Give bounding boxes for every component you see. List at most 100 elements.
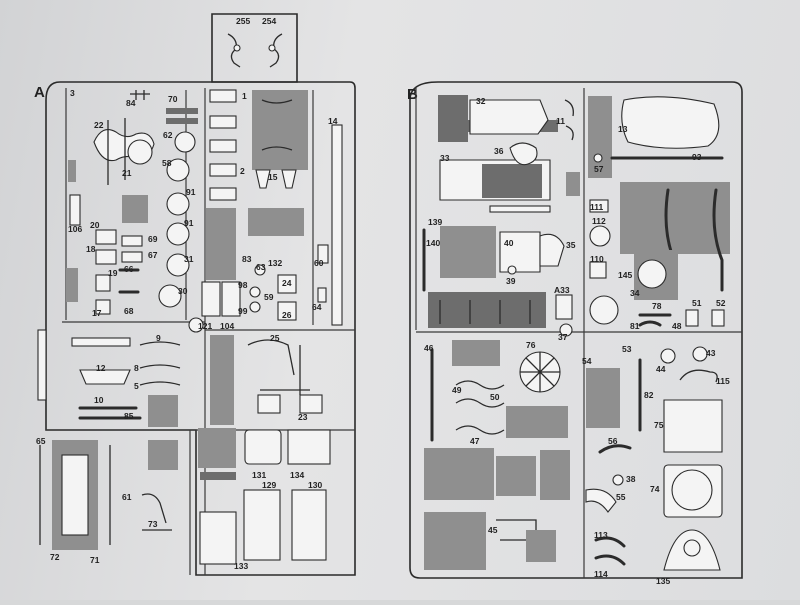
part-label: 69 [148, 234, 158, 244]
part-label: 55 [616, 492, 626, 502]
part-label: 112 [592, 216, 606, 226]
part-65-rails [39, 445, 111, 545]
part-label: 3 [70, 88, 75, 98]
part-label: 18 [86, 244, 96, 254]
sprue-gate-b [559, 323, 573, 337]
part-label: 1 [242, 91, 247, 101]
part-32 [469, 99, 549, 135]
part-label: 74 [650, 484, 660, 494]
differential-part-21 [127, 139, 153, 165]
part-73 [141, 493, 172, 531]
part-hole [233, 44, 241, 52]
part-20 [95, 229, 117, 245]
part-10-85 [78, 406, 142, 420]
part-62 [174, 131, 196, 153]
part-shaded-small-b [566, 172, 580, 196]
part-2a [209, 139, 237, 153]
part-label: 115 [716, 376, 730, 386]
part-label: 31 [184, 254, 194, 264]
part-shaded-column-2 [210, 335, 234, 425]
part-shaded-column-b [588, 96, 612, 178]
part-row-dividers [439, 300, 531, 324]
part-74-ring [671, 469, 713, 511]
part-25 [247, 339, 310, 395]
part-label: 130 [308, 480, 322, 490]
part-label: 22 [94, 120, 104, 130]
part-69 [121, 235, 143, 247]
part-label: 75 [654, 420, 664, 430]
part-label: 10 [94, 395, 104, 405]
part-58 [166, 158, 190, 182]
part-23a [257, 394, 281, 414]
part-label: 135 [656, 576, 670, 586]
part-label: 114 [594, 569, 608, 579]
part-label: 78 [652, 301, 662, 311]
part-label: 110 [590, 254, 604, 264]
part-label: 11 [556, 116, 565, 126]
part-111 [589, 199, 609, 213]
part-label: 67 [148, 250, 158, 260]
part-label: 13 [618, 124, 628, 134]
part-label: 44 [656, 364, 666, 374]
part-label: 46 [424, 343, 434, 353]
sprue-letter-a: A [34, 84, 45, 101]
part-label: A33 [554, 285, 570, 295]
part-label: 64 [312, 302, 322, 312]
part-label: 66 [124, 264, 134, 274]
part-label: 133 [234, 561, 248, 571]
part-label: 39 [506, 276, 516, 286]
part-hole [268, 44, 276, 52]
part-shaded-panel [248, 208, 304, 236]
sprue-a-part-labels: 3 84 70 22 62 2 1 14 21 58 15 91 106 20 … [36, 88, 338, 571]
part-133 [199, 511, 237, 565]
part-label: 36 [494, 146, 504, 156]
part-113-114 [594, 536, 626, 566]
part-label: 63 [256, 262, 266, 272]
part-label: 19 [108, 268, 118, 278]
part-2c [209, 187, 237, 201]
part-label: 113 [594, 530, 608, 540]
part-label: 83 [242, 254, 252, 264]
part-label: 12 [96, 363, 106, 373]
part-label: 45 [488, 525, 498, 535]
part-label: 34 [630, 288, 640, 298]
part-35 [539, 233, 565, 267]
sprue-gate [188, 317, 204, 333]
part-31 [166, 253, 190, 277]
part-label: 121 [198, 321, 212, 331]
part-label: 93 [692, 152, 702, 162]
part-17 [95, 299, 111, 315]
part-135-hole [683, 539, 701, 557]
part-51 [685, 309, 699, 327]
part-18 [95, 249, 117, 265]
part-shaded [166, 108, 198, 114]
part-label: 99 [238, 306, 248, 316]
part-label: 91 [186, 187, 196, 197]
part-115 [679, 369, 718, 383]
part-shaded [66, 268, 78, 302]
part-33-shaded [482, 164, 542, 198]
part-label: 111 [590, 202, 604, 212]
part-label: 17 [92, 308, 102, 318]
part-shaded-exhaust-area [620, 182, 730, 254]
part-label: 38 [626, 474, 636, 484]
sprue-a-tab-frame [211, 13, 298, 83]
part-44 [660, 348, 676, 364]
part-36 [509, 142, 538, 166]
part-52 [711, 309, 725, 327]
part-13-cab [621, 96, 720, 149]
part-19 [95, 274, 111, 292]
part-label: 54 [582, 356, 592, 366]
part-label: 2 [240, 166, 245, 176]
part-label: 52 [716, 298, 726, 308]
part-1b [209, 115, 237, 129]
part-91b [166, 222, 190, 246]
part-label: 24 [282, 278, 292, 288]
part-strip [37, 329, 47, 401]
part-label: 23 [298, 412, 308, 422]
part-label: 91 [184, 218, 194, 228]
part-129 [243, 489, 281, 561]
fan-blades [520, 352, 560, 392]
